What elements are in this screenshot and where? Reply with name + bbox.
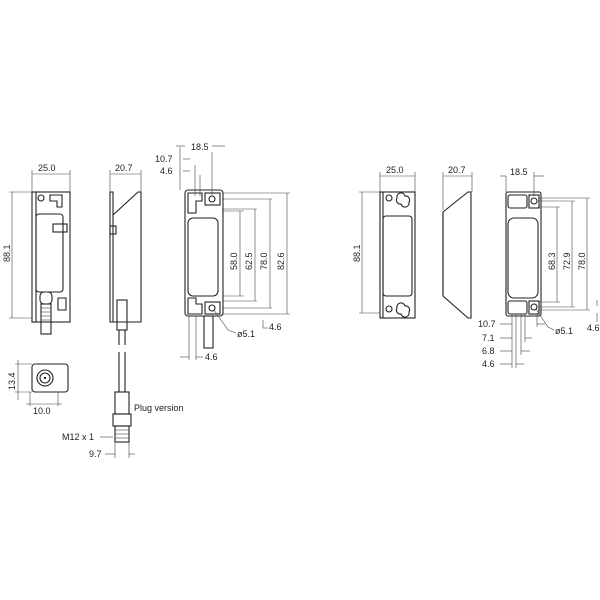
dim-82: 82.6: [276, 252, 286, 270]
dim-72: 72.9: [562, 252, 572, 270]
plain-depth-label: 20.7: [448, 165, 466, 175]
offset-b-label: 4.6: [160, 166, 173, 176]
front-view-cable: 25.0 88.1: [2, 163, 71, 335]
dim-62: 62.5: [244, 252, 254, 270]
back-width-label: 18.5: [191, 142, 209, 152]
side-view-cable: 20.7: [109, 163, 142, 345]
offset-46: 4.6: [482, 359, 495, 369]
offset-a-label: 10.7: [155, 154, 173, 164]
plug-view: Plug version M12 x 1 9.7: [62, 352, 184, 459]
plain-hole-label: ø5.1: [555, 326, 573, 336]
back-view-cable: 18.5 10.7 4.6 58.0 62.5 78.0 82.6 4.6 ø5…: [155, 142, 290, 362]
plug-width-label: 9.7: [89, 449, 102, 459]
offset-71: 7.1: [482, 333, 495, 343]
dim-78: 78.0: [259, 252, 269, 270]
bottom-offset-label: 4.6: [269, 322, 282, 332]
bottom-width-label: 4.6: [205, 352, 218, 362]
plain-height-label: 88.1: [352, 244, 362, 262]
side-view-plain: 20.7: [442, 165, 473, 319]
plug-version-label: Plug version: [134, 403, 184, 413]
end-view-cable: 13.4 10.0: [7, 360, 69, 416]
plain-back-width-label: 18.5: [510, 167, 528, 177]
end-width-label: 10.0: [33, 406, 51, 416]
offset-107: 10.7: [478, 319, 496, 329]
hole-label: ø5.1: [237, 329, 255, 339]
back-view-plain: 18.5 68.3 72.9 78.0 4.6 ø5.1 10.7 7.1 6.…: [478, 167, 600, 369]
plain-right-offset-label: 4.6: [587, 323, 600, 333]
end-height-label: 13.4: [7, 372, 17, 390]
depth-label: 20.7: [115, 163, 133, 173]
front-view-plain: 25.0 88.1: [352, 165, 416, 319]
thread-label: M12 x 1: [62, 432, 94, 442]
plain-width-label: 25.0: [386, 165, 404, 175]
dim-68: 68.3: [547, 252, 557, 270]
dim-58: 58.0: [229, 252, 239, 270]
dim-78-plain: 78.0: [577, 252, 587, 270]
height-label: 88.1: [2, 244, 12, 262]
width-label: 25.0: [38, 163, 56, 173]
offset-68: 6.8: [482, 346, 495, 356]
